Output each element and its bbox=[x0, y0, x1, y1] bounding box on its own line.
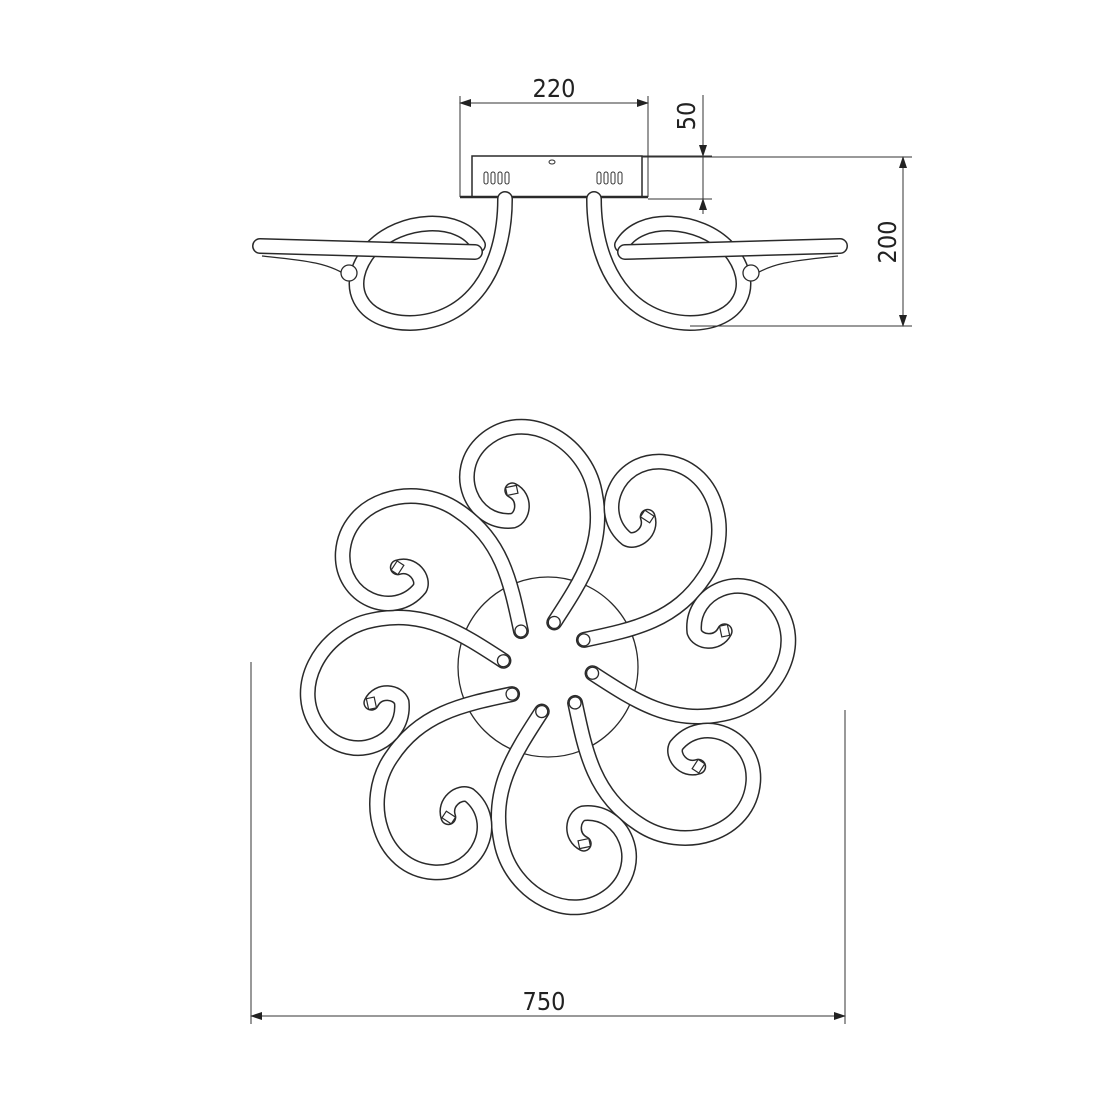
dimension-220: 220 bbox=[459, 74, 649, 197]
total-diameter-label: 750 bbox=[523, 987, 566, 1016]
dimension-50: 50 bbox=[642, 95, 712, 214]
center-disc bbox=[457, 576, 639, 758]
dimension-200: 200 bbox=[642, 156, 912, 327]
scroll-arm bbox=[567, 694, 762, 846]
scroll-arm bbox=[490, 703, 637, 916]
scroll-arm bbox=[459, 418, 606, 631]
scroll-arm bbox=[584, 578, 797, 725]
scroll-arm bbox=[369, 686, 521, 881]
base-box bbox=[471, 155, 643, 198]
scroll-arm bbox=[334, 488, 529, 640]
side-arm-right bbox=[586, 191, 848, 331]
vent-slots-left bbox=[483, 171, 510, 185]
vent-slots-right bbox=[596, 171, 623, 185]
scroll-arm bbox=[575, 453, 727, 648]
side-arm-left bbox=[252, 191, 513, 331]
base-width-label: 220 bbox=[533, 74, 576, 103]
screw-hole bbox=[548, 159, 556, 165]
total-height-label: 200 bbox=[873, 221, 902, 264]
base-height-label: 50 bbox=[672, 102, 701, 131]
dimension-750: 750 bbox=[250, 662, 846, 1024]
top-view-arms bbox=[299, 418, 797, 916]
scroll-arm bbox=[299, 609, 512, 756]
side-view: 220 50 200 bbox=[252, 74, 912, 331]
top-view: 750 bbox=[250, 418, 846, 1024]
